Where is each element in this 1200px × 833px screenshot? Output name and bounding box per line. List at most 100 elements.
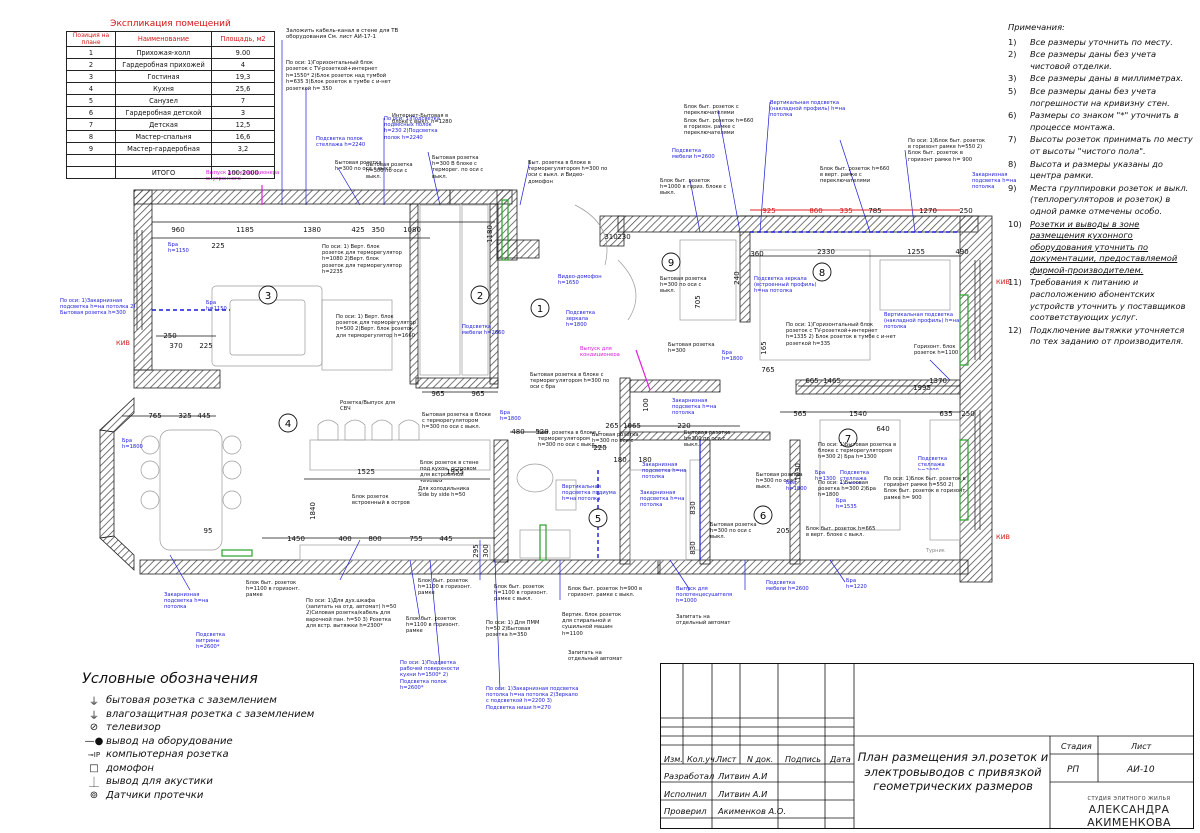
annotation: Подсветка стеллажа h=2400 (840, 470, 870, 484)
annotation: Блок быт. розеток h=1100 в горизонт. рам… (494, 584, 548, 603)
dimension: 1380 (303, 226, 321, 234)
plan-dimension-lines (122, 215, 970, 539)
dimension: 180 (613, 456, 626, 464)
annotation: Закарнизная подсветка h=на потолка (642, 462, 687, 481)
note-number: 5) (1008, 85, 1017, 96)
equipment-output-icon: —● (84, 735, 104, 747)
note-item: 12)Подключение вытяжки уточняется по тех… (1008, 325, 1194, 348)
annotation: По оси: 1) Верт. блок розеток для термор… (336, 314, 416, 339)
annotation: Бра h=1150 (168, 242, 189, 255)
annotation: Бытовая розетка в блоке с терморегулятор… (530, 372, 610, 391)
annotation: По оси: 1)Для дух.шкафа (запитать на отд… (306, 598, 397, 629)
dimension: 335 (839, 207, 852, 215)
dimension: 360 (750, 250, 763, 258)
dimension: 300 (482, 544, 490, 557)
table-cell: Детская (115, 118, 212, 131)
legend-item: —●вывод на оборудование (82, 735, 382, 749)
legend-label: домофон (106, 762, 154, 774)
dimension: 705 (694, 295, 702, 308)
annotation: Подсветка мебели h=2660 (462, 324, 505, 337)
total-value: 100.2000 (211, 166, 275, 179)
plan-leader-lines (169, 40, 951, 691)
note-item: 11)Требования к питанию и расположению а… (1008, 277, 1194, 323)
annotation: По оси: 1)Подсветка подвесных полок h=23… (384, 116, 440, 141)
annotation: Вертик. блок розеток для стиральной и су… (562, 612, 622, 637)
dimension: 265 (605, 422, 618, 430)
dimension: 960 (171, 226, 184, 234)
dimension: 1255 (907, 248, 925, 256)
note-number: 6) (1008, 110, 1017, 121)
dimension: 490 (955, 248, 968, 256)
dimension: 665 (805, 377, 818, 385)
dimension: 240 (733, 271, 741, 284)
plan-black-labels: Заложить кабель-канал в стене для ТВ обо… (246, 28, 985, 662)
plan-windows (136, 230, 981, 530)
note-item: 5)Все размеры даны без учета погрешности… (1008, 86, 1194, 109)
annotation: Бытовая розетка h=300 по оси с выкл. (592, 432, 639, 451)
annotation: Бра h=1800 (786, 480, 807, 493)
name-executor: Литвин А.И (718, 789, 768, 799)
annotation: Бытовая розетка h=300 по оси с выкл. (660, 276, 707, 295)
table-cell: 3 (66, 70, 116, 83)
annotation: По оси: 1)Бытовая розетка h=300 2)Бра h=… (818, 480, 876, 499)
annotation: Выпуск для полотенцесушителя h=1000 (676, 586, 733, 605)
room-2-number: 2 (477, 291, 483, 302)
table-cell: Гостиная (115, 70, 212, 83)
annotation: Блок быт. розеток h=660 в верт. рамке с … (820, 166, 890, 185)
title-block-grid (660, 663, 1194, 829)
note-number: 2) (1008, 49, 1017, 60)
annotation: Быт. розетка в блоке с терморегулятором … (538, 430, 601, 449)
legend-label: Датчики протечки (106, 789, 204, 801)
note-text: Места группировки розеток и выкл. (тепло… (1030, 182, 1189, 216)
dimension: 205 (776, 527, 789, 535)
note-text: Высота и размеры указаны до центра рамки… (1030, 158, 1163, 181)
col-header: Лист (716, 755, 737, 764)
annotation: Горизонт. блок розеток h=1100 (914, 344, 959, 357)
col-header: Дата (830, 755, 851, 764)
annotation: Бра h=1800 (500, 410, 521, 423)
room-5-number: 5 (595, 514, 601, 525)
annotation: Блок быт. розеток h=660 в горизон. рамке… (684, 118, 754, 137)
total-label: ИТОГО (115, 166, 212, 179)
legend-title: Условные обозначения (82, 671, 258, 687)
dimension: 445 (197, 412, 210, 420)
dimension: 1525 (357, 468, 375, 476)
annotation: Турник (926, 548, 945, 554)
dimension: 480 (511, 428, 524, 436)
annotation: Бытовая розетка h=300 по оси с выкл. (710, 522, 757, 541)
annotation: Выпуск для кондиционера (580, 346, 620, 356)
note-text: Все размеры даны без учета чистовой отде… (1030, 49, 1157, 71)
room-8-number: 8 (819, 268, 825, 279)
dimension: 370 (169, 342, 182, 350)
role-developer: Разработал (664, 771, 715, 781)
table-cell: Мастер-гардеробная (115, 142, 212, 155)
note-item: 3)Все размеры даны в миллиметрах. (1008, 73, 1194, 85)
annotation: Бра h=1300 (815, 470, 836, 483)
note-item: 7)Высоты розеток принимать по месту от в… (1008, 134, 1194, 157)
dimension: 765 (148, 412, 161, 420)
dimension: 1840 (309, 502, 317, 520)
annotation: Бытовая розетка в блоке с терморегулятор… (422, 412, 491, 431)
annotation: Вертикальная подсветка (накладной профил… (770, 100, 846, 119)
annotation: Подсветка зеркала h=1800 (566, 310, 596, 328)
annotation: Бытовая розетка h=300 по оси с выкл. (366, 162, 413, 181)
stage-value: РП (1067, 765, 1080, 775)
name-developer: Литвин А.И (718, 771, 768, 781)
dimension: 350 (371, 226, 384, 234)
plan-room-circles (258, 252, 858, 528)
dimension: 965 (431, 390, 444, 398)
dimension: 220 (677, 422, 690, 430)
table-cell: 4 (211, 58, 275, 71)
dimension: 640 (876, 425, 889, 433)
legend-item: ⏚бытовая розетка с заземлением (82, 694, 382, 708)
annotation: Закарнизная подсветка h=на потолка (640, 490, 685, 509)
studio-line-2: АЛЕКСАНДРА АКИМЕНКОВА (1087, 803, 1171, 829)
table-header: Наименование (115, 31, 212, 47)
role-checker: Проверил (664, 806, 707, 816)
dimension: 95 (204, 527, 213, 535)
table-cell: Мастер-спальня (115, 130, 212, 143)
